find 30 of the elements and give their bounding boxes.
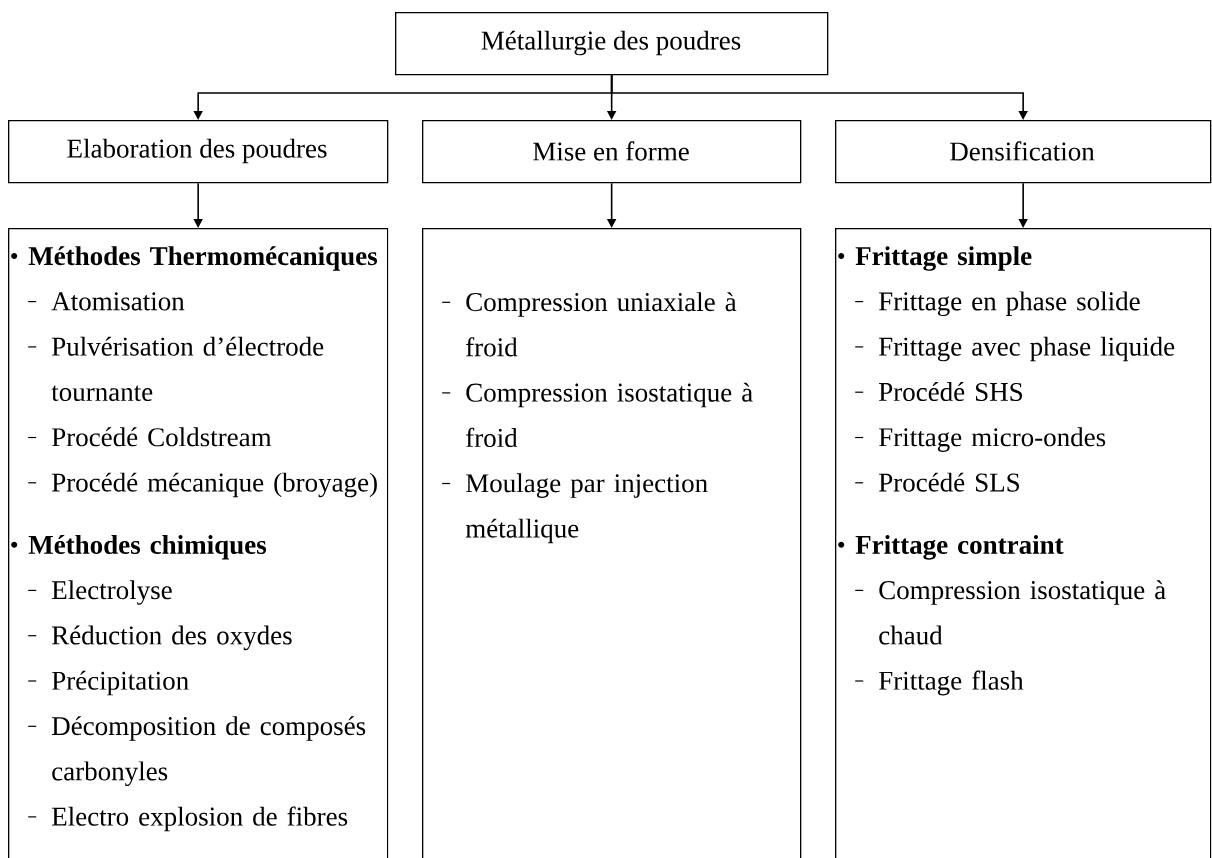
list-heading: Méthodes chimiques [11, 534, 267, 560]
list-heading: Frittage contraint [838, 534, 1064, 560]
list-item: Pulvérisation d’électrode tournante [27, 336, 324, 402]
list-item: Réduction des oxydes [27, 625, 292, 651]
category-box: Densification [835, 120, 1212, 184]
list-item: Procédé mécanique (broyage) [27, 472, 377, 498]
list-heading: Frittage simple [838, 246, 1032, 271]
category-box: Mise en forme [422, 120, 802, 184]
list-box [8, 228, 389, 858]
list-item: Compression isostatique à froid [441, 382, 753, 448]
list-item: Frittage micro-ondes [854, 427, 1106, 452]
category-box: Métallurgie des poudres [395, 12, 829, 76]
list-item: Décomposition de composés carbonyles [27, 716, 366, 787]
list-item: Frittage en phase solide [854, 291, 1140, 317]
list-item: Atomisation [27, 292, 185, 311]
list-item: Procédé Coldstream [27, 427, 272, 447]
list-box [835, 228, 1212, 858]
list-box [422, 228, 802, 858]
list-item: Electrolyse [27, 580, 172, 605]
list-item: Frittage avec phase liquide [854, 336, 1175, 362]
list-item: Compression uniaxiale à froid [441, 292, 737, 357]
list-item: Compression isostatique à chaud [854, 580, 1166, 645]
list-item: Frittage flash [854, 670, 1024, 696]
list-heading: Méthodes Thermomécaniques [11, 246, 377, 271]
list-item: Procédé SHS [854, 382, 1022, 402]
list-item: Electro explosion de fibres [27, 806, 348, 832]
list-item: Moulage par injection métallique [441, 473, 708, 544]
list-item: Précipitation [27, 670, 189, 696]
category-box: Elaboration des poudres [8, 120, 389, 184]
list-item: Procédé SLS [854, 472, 1019, 492]
